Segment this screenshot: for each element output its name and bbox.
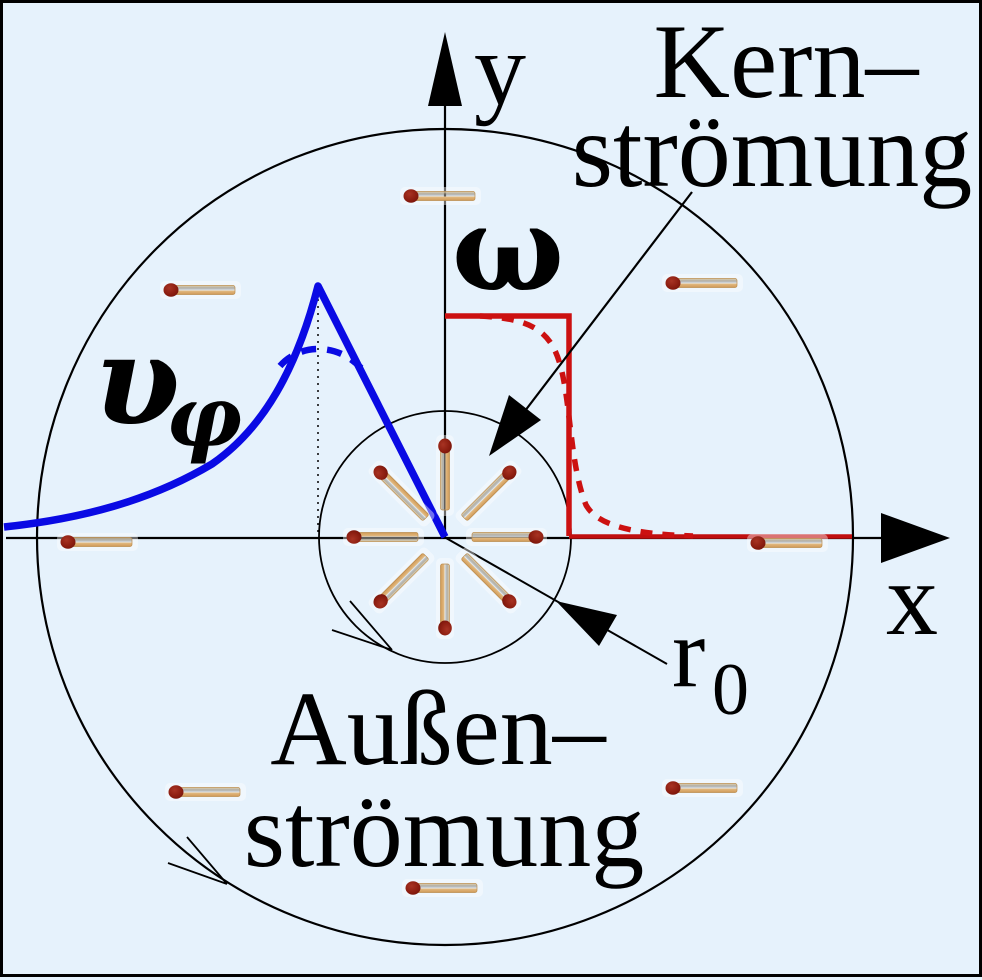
omega-smooth-dashed-curve xyxy=(479,313,694,539)
matchstick-icon xyxy=(435,434,455,517)
core-radius-pointer-arrow xyxy=(445,537,668,665)
matchstick-icon xyxy=(435,557,455,640)
matchstick-icon xyxy=(661,778,744,798)
x-axis-label: x xyxy=(886,542,938,657)
velocity-smooth-dashed-curve xyxy=(277,345,364,371)
core-flow-label-line2: strömung xyxy=(572,92,972,209)
outer-rotation-arrow-icon xyxy=(167,836,228,885)
outer-flow-label-line2: strömung xyxy=(244,772,644,889)
y-axis-label: y xyxy=(474,12,526,127)
core-radius-arrowhead-icon xyxy=(556,601,617,646)
velocity-profile-curve xyxy=(3,282,449,539)
matchstick-icon xyxy=(56,532,139,552)
core-rotation-arrow-icon xyxy=(331,600,393,651)
core-flow-label-line1: Kern– xyxy=(654,3,920,120)
y-axis-arrowhead-icon xyxy=(428,32,462,106)
velocity-label-subscript: φ xyxy=(166,367,242,466)
velocity-label: υ xyxy=(94,309,180,454)
matchstick-icon xyxy=(159,280,242,300)
matchstick-icon xyxy=(465,527,548,547)
x-axis-arrowhead-icon xyxy=(881,513,950,563)
core-flow-pointer-arrow xyxy=(489,191,693,456)
matchstick-icon xyxy=(661,273,744,293)
omega-label: ω xyxy=(452,179,564,318)
core-radius-label-subscript: 0 xyxy=(712,649,749,731)
matchstick-icon xyxy=(164,782,247,802)
core-radius-label: r xyxy=(672,597,705,708)
matchstick-icon xyxy=(342,527,425,547)
core-pointer-arrowhead-icon xyxy=(489,395,541,456)
matchstick-icon xyxy=(746,533,829,553)
outer-flow-label-line1: Außen– xyxy=(270,670,607,787)
